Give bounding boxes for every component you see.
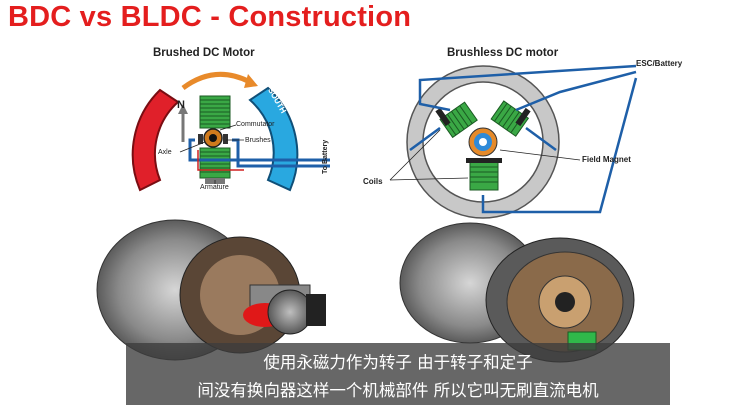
brushed-diagram-title: Brushed DC Motor [153,47,255,59]
armature-label: Armature [200,184,229,191]
page-title: BDC vs BLDC - Construction [8,1,412,33]
commutator-label: Commutator [236,121,275,128]
brushes-label: Brushes [245,137,271,144]
rotation-arrow [181,71,252,91]
coil-upper-right [490,100,530,137]
armature-coil-bottom [199,147,231,179]
esc-battery-label: ESC/Battery [636,59,683,68]
n-pole-label: N [177,99,185,111]
axle-label: Axle [158,149,172,156]
subtitle-caption: 使用永磁力作为转子 由于转子和定子 间没有换向器这样一个机械部件 所以它叫无刷直… [126,343,670,405]
north-magnet [131,88,180,192]
coil-bottom [466,158,502,191]
axle [209,134,217,142]
subtitle-line-2: 间没有换向器这样一个机械部件 所以它叫无刷直流电机 [197,381,599,400]
subtitle-line-1: 使用永磁力作为转子 由于转子和定子 [263,353,533,372]
coil-upper-left [439,101,478,139]
brush-left [198,134,203,144]
field-magnet-label: Field Magnet [582,155,631,164]
coils-label: Coils [363,177,383,186]
brushless-diagram-title: Brushless DC motor [447,47,559,59]
brush-right [223,134,228,144]
